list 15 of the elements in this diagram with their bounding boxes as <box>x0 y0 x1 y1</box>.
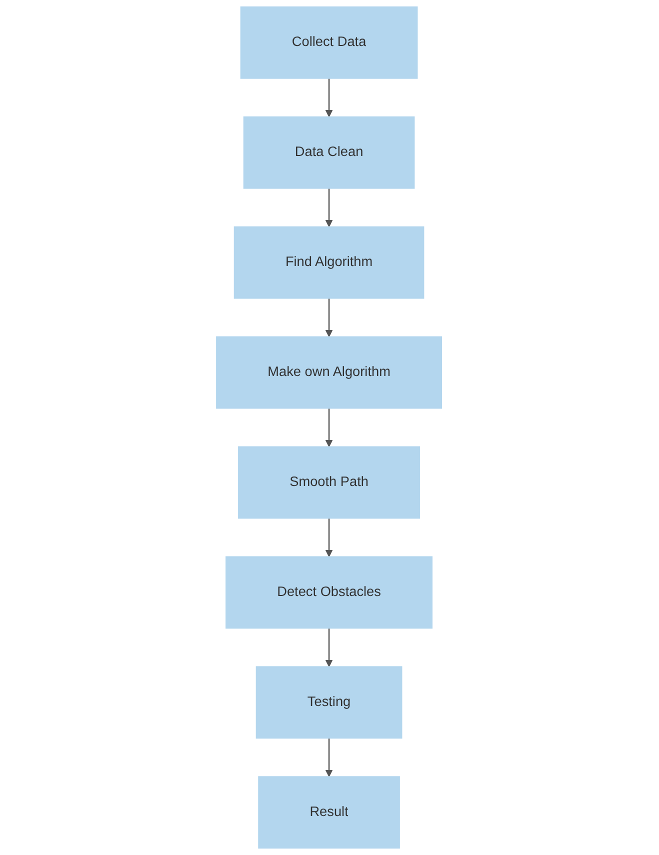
arrow <box>326 78 334 118</box>
arrow <box>326 518 334 557</box>
arrow <box>326 628 334 667</box>
node-box: Collect Data <box>240 6 418 79</box>
arrow <box>326 738 334 777</box>
node-box: Find Algorithm <box>234 226 425 299</box>
node-box: Testing <box>256 666 403 739</box>
node-box: Make own Algorithm <box>216 336 442 409</box>
arrow <box>326 298 334 338</box>
arrow <box>326 188 334 228</box>
node-box: Result <box>258 776 400 849</box>
node-box: Smooth Path <box>238 446 420 519</box>
arrow <box>326 408 334 448</box>
node-box: Detect Obstacles <box>226 556 433 629</box>
node-box: Data Clean <box>244 116 416 189</box>
